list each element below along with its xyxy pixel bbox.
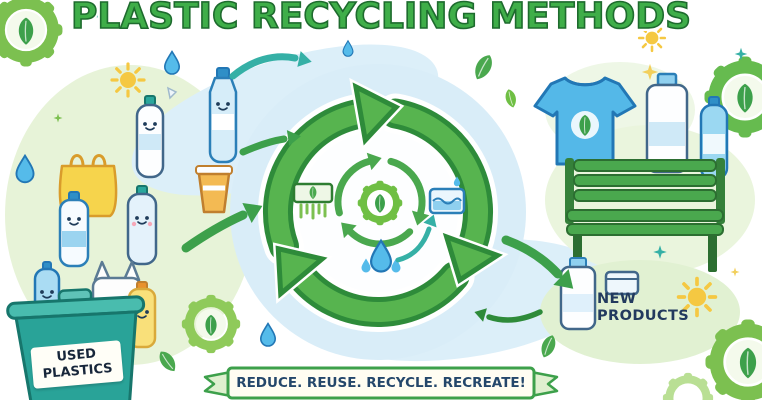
plastic-bottle-icon <box>58 191 90 268</box>
plastic-bottle-icon <box>208 67 238 164</box>
shredder-icon <box>292 182 334 220</box>
gear-leaf-icon <box>349 172 411 234</box>
detergent-bottle-icon <box>645 72 689 174</box>
flow-arrow-icon <box>395 214 437 263</box>
sun-icon <box>110 62 146 98</box>
flow-arrow-icon <box>501 235 574 289</box>
gear-icon <box>170 283 251 364</box>
flow-arrow-icon <box>239 130 301 156</box>
plastic-cup-icon <box>195 165 233 214</box>
new-products-cluster <box>533 72 729 331</box>
gear-icon <box>688 40 762 153</box>
poster-title: PLASTIC RECYCLING METHODS <box>70 0 692 38</box>
water-drop-icon <box>259 322 277 347</box>
new-products-label: NEW PRODUCTS <box>597 291 689 325</box>
plastic-bottle-icon <box>135 95 165 179</box>
flow-arrow-icon <box>474 308 543 323</box>
inner-cycle-arrows <box>334 152 430 248</box>
new-products-label-line2: PRODUCTS <box>597 308 690 325</box>
wash-container-icon <box>428 176 466 215</box>
jug-icon <box>559 257 597 331</box>
water-drop-icon <box>342 40 354 57</box>
leaf-icon <box>469 51 497 84</box>
flow-arrows <box>181 51 574 323</box>
recycling-loop-icon <box>257 77 509 332</box>
slogan-ribbon <box>203 366 559 400</box>
plastic-bottle-icon <box>126 185 158 266</box>
water-drop-icon <box>164 50 180 75</box>
tshirt-icon <box>533 76 637 166</box>
flow-arrow-icon <box>181 203 263 253</box>
sparkle-icon <box>730 267 740 277</box>
storage-tub-icon <box>604 270 640 296</box>
park-bench-icon <box>565 158 725 272</box>
gear-icon <box>689 303 762 400</box>
slogan-banner-text: REDUCE. REUSE. RECYCLE. RECREATE! <box>236 375 526 391</box>
gear-icon <box>0 0 77 81</box>
new-products-label-line1: NEW <box>597 291 637 307</box>
plastic-scrap-icon <box>166 86 178 100</box>
leaf-icon <box>503 87 519 110</box>
loop-arrowheads <box>272 77 509 304</box>
used-plastics-label: USED PLASTICS <box>30 340 124 389</box>
flow-arrow-icon <box>229 51 312 80</box>
sparkle-icon <box>544 139 554 149</box>
